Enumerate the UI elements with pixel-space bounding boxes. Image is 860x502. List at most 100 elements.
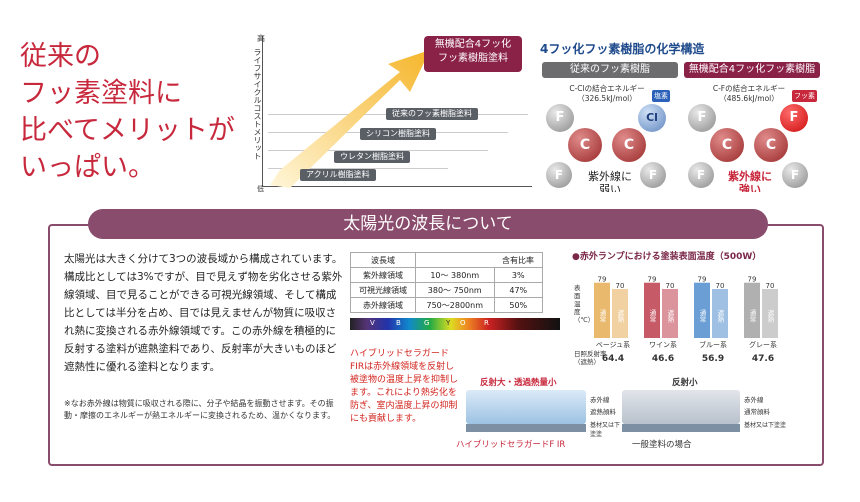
category-label: ワイン系 bbox=[649, 341, 677, 349]
series-label: 遮熱 bbox=[666, 308, 674, 324]
chem-right-box: 無機配合4フッ化フッ素樹脂 bbox=[684, 62, 820, 78]
table-header: 波長域 bbox=[350, 252, 416, 268]
series-label: 遮熱 bbox=[616, 308, 624, 324]
atom-c: C bbox=[612, 128, 646, 162]
atom-c: C bbox=[710, 128, 744, 162]
atom-f-red: F bbox=[780, 104, 808, 132]
series-label: 通常 bbox=[598, 308, 606, 324]
step-top-box: 無機配合4フッ化 フッ素樹脂塗料 bbox=[424, 36, 522, 72]
table-header: 含有比率 bbox=[494, 252, 543, 268]
legend-ir: 赤外線 bbox=[590, 396, 610, 404]
axis-label: ライフサイクルコストメリット bbox=[253, 48, 262, 160]
category-label: ブルー系 bbox=[699, 341, 727, 349]
headline-line: 従来の bbox=[20, 41, 101, 72]
series-label: 通常 bbox=[648, 308, 656, 324]
chem-right-energy-value: （485.6kJ/mol） bbox=[719, 94, 779, 103]
bar-通常 bbox=[744, 282, 760, 338]
table-row: 可視光線領域 380〜 750nm 47% bbox=[350, 282, 543, 298]
table-row: 紫外線領域 10〜 380nm 3% bbox=[350, 267, 543, 283]
bar-value-label: 79 bbox=[648, 276, 657, 284]
atom-c: C bbox=[754, 128, 788, 162]
step-conventional-fluoro: 従来のフッ素樹脂塗料 bbox=[386, 108, 478, 120]
reflectance-value: 56.9 bbox=[701, 354, 725, 364]
atom-f: F bbox=[782, 162, 808, 188]
diagram-left-top: 反射大・透過熱量小 bbox=[480, 378, 557, 388]
series-label: 遮熱 bbox=[716, 308, 724, 324]
bar-通常 bbox=[694, 282, 710, 338]
chart-ylabel: 表面温度（℃） bbox=[574, 284, 595, 324]
series-label: 通常 bbox=[748, 308, 756, 324]
top-line: フッ素樹脂塗料 bbox=[438, 53, 508, 64]
diagram-hybrid: 反射大・透過熱量小 ハイブリッドセラガードF IR 赤外線 遮熱顔料 基材又は下… bbox=[456, 376, 620, 454]
atom-cl: Cl bbox=[638, 104, 666, 132]
legend-ir: 赤外線 bbox=[744, 396, 764, 404]
chem-right-uv: 紫外線に bbox=[728, 170, 772, 183]
spectrum-bar: V B G Y O R bbox=[350, 318, 560, 330]
chem-left-energy: C-Clの結合エネルギー bbox=[569, 84, 645, 93]
body-text: 太陽光は大きく分けて3つの波長域から構成されています。構成比としては3%ですが、… bbox=[64, 253, 343, 373]
chem-left-uv: 紫外線に bbox=[588, 170, 632, 183]
step-silicon: シリコン樹脂塗料 bbox=[360, 128, 436, 140]
series-label: 通常 bbox=[698, 308, 706, 324]
note-text: ※なお赤外線は物質に吸収される際に、分子や結晶を振動させます。その振動・摩擦のエ… bbox=[64, 399, 336, 420]
table-header bbox=[415, 252, 494, 268]
axis-high-label: 高 bbox=[257, 34, 265, 43]
section-banner: 太陽光の波長について bbox=[88, 209, 768, 239]
bar-遮熱 bbox=[762, 289, 778, 338]
bar-遮熱 bbox=[712, 289, 728, 338]
chem-left-energy-value: （326.5kJ/mol） bbox=[577, 94, 637, 103]
chem-left-uv2: 弱い bbox=[599, 183, 621, 192]
hybrid-text: ハイブリッドセラガードFIRは赤外線領域を反射し被塗物の温度上昇を抑制します。こ… bbox=[350, 349, 459, 424]
reflectance-value: 46.6 bbox=[651, 354, 675, 364]
ladder-axis bbox=[262, 36, 263, 186]
fluorine-tag: フッ素 bbox=[792, 90, 817, 102]
atom-f: F bbox=[688, 104, 716, 132]
bar-遮熱 bbox=[662, 289, 678, 338]
table-row: 赤外線領域 750〜2800nm 50% bbox=[350, 297, 543, 313]
reflectance-value: 47.6 bbox=[751, 354, 775, 364]
category-label: ベージュ系 bbox=[595, 341, 631, 349]
step-acrylic: アクリル樹脂塗料 bbox=[300, 169, 376, 181]
legend-normal: 通常顔料 bbox=[744, 408, 770, 416]
chart-row-label: 日照反射率 bbox=[574, 350, 607, 358]
atom-f: F bbox=[546, 162, 572, 188]
ladder-arrow bbox=[270, 50, 430, 188]
headline-line: 比べてメリットが bbox=[20, 115, 235, 146]
chem-left-box: 従来のフッ素樹脂 bbox=[542, 62, 678, 78]
diagram-right-bottom: 一般塗料の場合 bbox=[632, 440, 692, 450]
bar-value-label: 70 bbox=[766, 282, 775, 290]
chem-title: 4フッ化フッ素樹脂の化学構造 bbox=[540, 42, 705, 56]
legend-base: 基材又は下塗塗 bbox=[590, 422, 621, 438]
bar-value-label: 70 bbox=[716, 282, 725, 290]
atom-c: C bbox=[568, 128, 602, 162]
top-line: 無機配合4フッ化 bbox=[434, 39, 512, 50]
chem-right-uv2: 強い bbox=[739, 183, 761, 192]
atom-f: F bbox=[688, 162, 714, 188]
diagram-normal: 反射小 一般塗料の場合 赤外線 通常顔料 基材又は下塗塗 bbox=[622, 376, 812, 454]
diagram-left-bottom: ハイブリッドセラガードF IR bbox=[456, 440, 566, 450]
bar-遮熱 bbox=[612, 289, 628, 338]
bar-value-label: 70 bbox=[616, 282, 625, 290]
bar-value-label: 70 bbox=[666, 282, 675, 290]
legend-heat: 遮熱顔料 bbox=[590, 408, 616, 416]
atom-f: F bbox=[640, 162, 666, 188]
chart-title: ●赤外ランプにおける塗装表面温度（500W） bbox=[572, 252, 762, 262]
headline-line: フッ素塗料に bbox=[20, 78, 182, 109]
headline-line: いっぱい。 bbox=[20, 152, 155, 183]
bar-value-label: 79 bbox=[748, 276, 757, 284]
step-urethane: ウレタン樹脂塗料 bbox=[334, 151, 410, 163]
wave-table: 波長域 含有比率 紫外線領域 10〜 380nm 3% 可視光線領域 380〜 … bbox=[350, 252, 543, 313]
axis-low-label: 低 bbox=[257, 185, 264, 193]
bar-通常 bbox=[644, 282, 660, 338]
reflectance-value: 64.4 bbox=[601, 354, 625, 364]
chart-row-label2: （遮熱） bbox=[574, 358, 600, 366]
bar-通常 bbox=[594, 282, 610, 338]
legend-base: 基材又は下塗塗 bbox=[744, 422, 787, 429]
bar-value-label: 79 bbox=[598, 276, 607, 284]
atom-f: F bbox=[546, 104, 574, 132]
chem-right-energy: C-Fの結合エネルギー bbox=[712, 84, 786, 93]
diagram-right-top: 反射小 bbox=[672, 378, 698, 388]
series-label: 遮熱 bbox=[766, 308, 774, 324]
ladder-baseline bbox=[262, 186, 532, 187]
